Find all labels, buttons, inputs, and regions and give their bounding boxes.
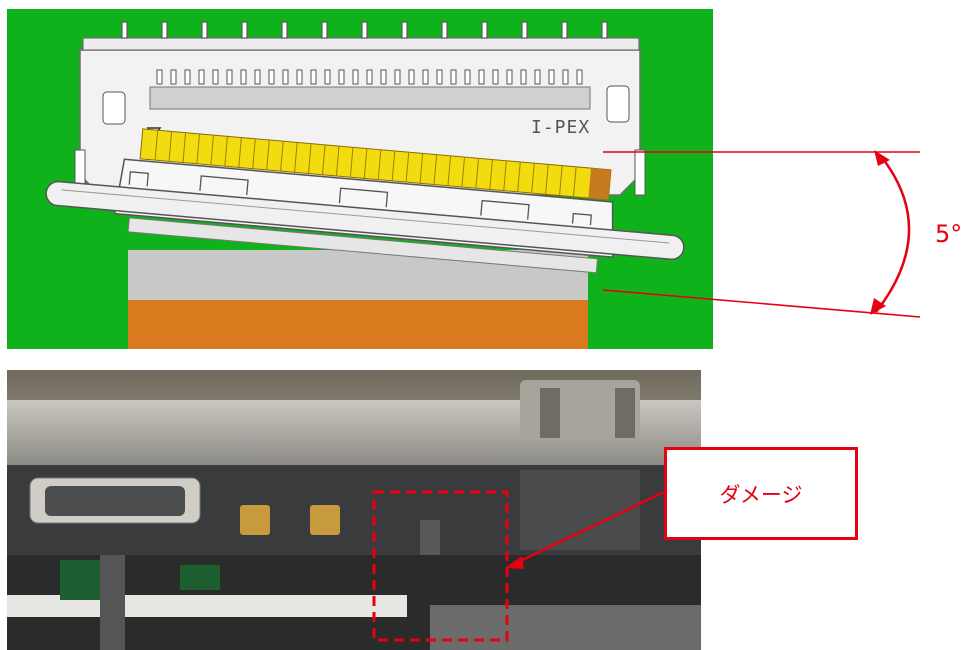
arrowhead-bottom-icon — [870, 298, 886, 315]
left-hook — [102, 91, 126, 125]
damage-pointer-line — [511, 490, 665, 567]
angle-indicator — [602, 151, 921, 318]
tilted-actuator — [45, 158, 685, 274]
right-hook — [606, 85, 630, 123]
angle-label: 5° — [935, 220, 963, 248]
contact-slots — [156, 69, 583, 85]
tilted-fpc-contacts — [139, 128, 612, 201]
arrowhead-top-icon — [874, 150, 890, 166]
brand-label: I-PEX — [531, 117, 591, 138]
damage-pointer-arrowhead-icon — [505, 556, 524, 569]
top-pin-row — [121, 21, 608, 39]
angle-arc — [875, 154, 911, 313]
angle-reference-line-bottom — [602, 289, 921, 318]
cable-orange — [128, 295, 588, 349]
contact-bar — [149, 86, 591, 110]
damage-callout: ダメージ — [664, 447, 858, 540]
damage-callout-label: ダメージ — [719, 482, 803, 507]
damage-highlight-box — [372, 490, 509, 642]
